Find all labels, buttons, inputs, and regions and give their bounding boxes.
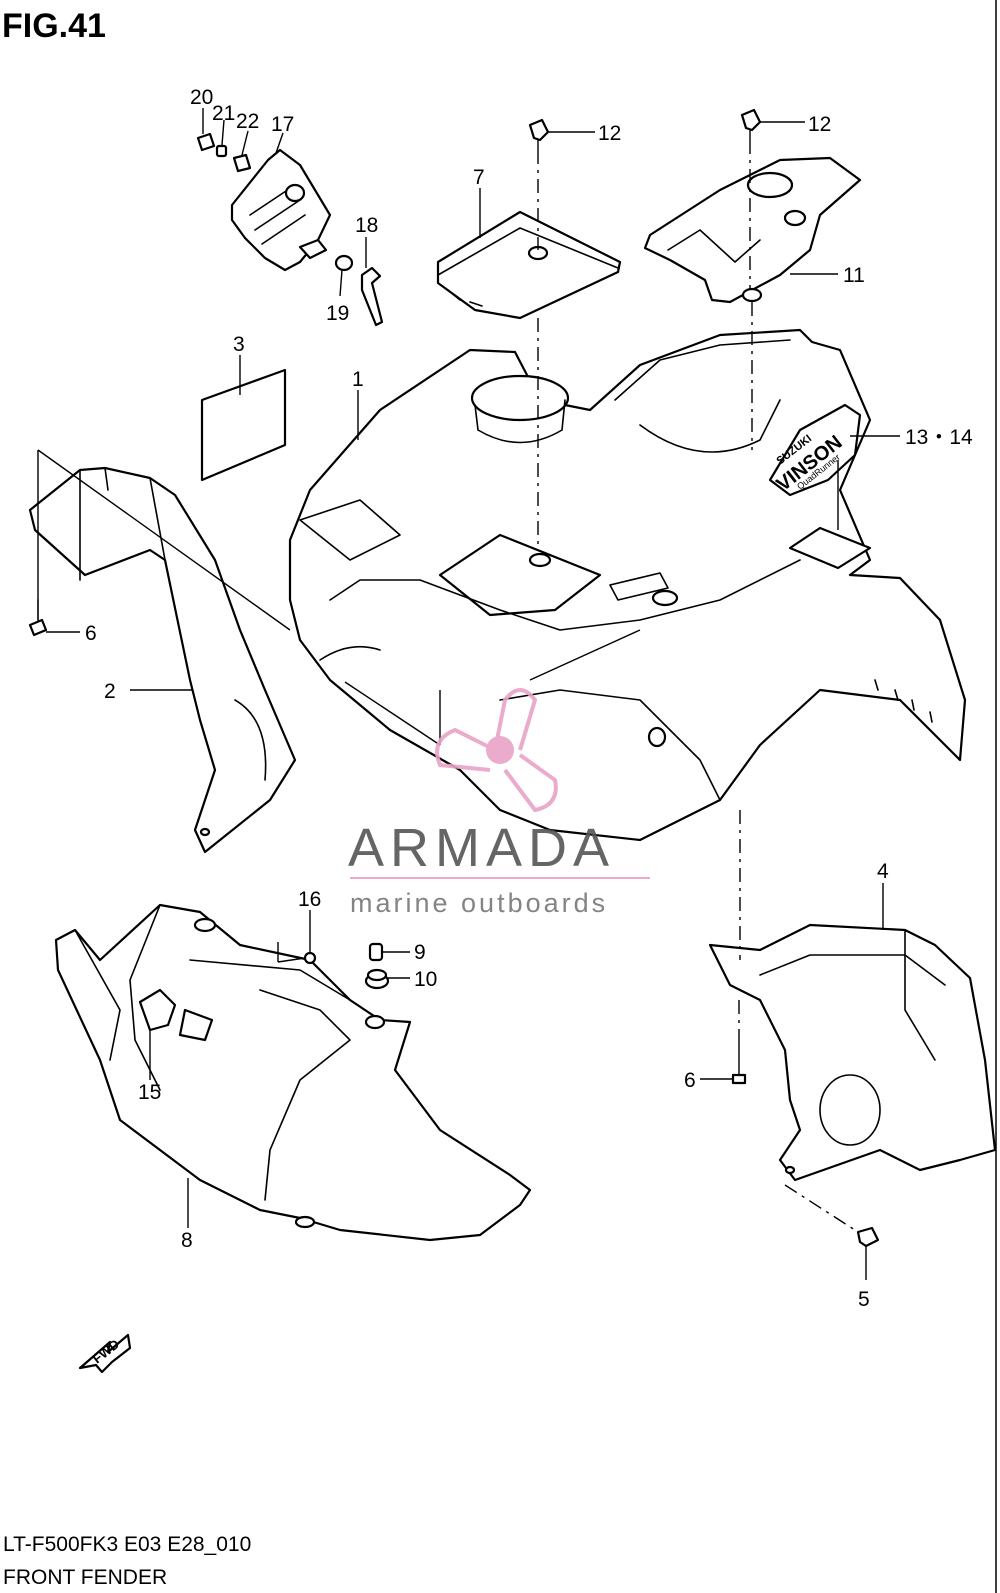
figure-title: FIG.41 <box>2 7 106 45</box>
callout-21: 21 <box>212 102 235 125</box>
callout-16: 16 <box>298 888 321 911</box>
callout-18: 18 <box>355 214 378 237</box>
grommet-10 <box>364 968 390 990</box>
sheet-3 <box>200 368 287 482</box>
watermark-tagline: marine outboards <box>350 888 608 918</box>
screw-12-right <box>740 108 762 140</box>
figure-caption: FRONT FENDER <box>3 1566 167 1589</box>
callout-2: 2 <box>104 680 116 703</box>
callout-19: 19 <box>326 302 349 325</box>
callout-22: 22 <box>236 110 259 133</box>
callout-5: 5 <box>858 1288 870 1311</box>
callout-7: 7 <box>473 166 485 189</box>
callout-3: 3 <box>233 333 245 356</box>
model-code: LT-F500FK3 E03 E28_010 <box>3 1533 251 1556</box>
callout-6-left: 6 <box>85 622 97 645</box>
clip-16 <box>303 951 317 965</box>
mud-guard-2 <box>28 466 297 854</box>
leader-lines <box>37 108 900 1233</box>
callout-labels: 20 21 22 17 18 19 12 12 7 11 3 1 13・14 6… <box>85 86 973 1311</box>
mud-guard-4 <box>708 923 997 1182</box>
callout-1: 1 <box>352 368 364 391</box>
callout-12-right: 12 <box>808 113 831 136</box>
front-fender-1 <box>288 328 967 842</box>
collar-9 <box>368 942 384 962</box>
callout-12-left: 12 <box>598 122 621 145</box>
callout-13-14: 13・14 <box>905 426 973 449</box>
panel-11 <box>643 156 862 304</box>
callout-20: 20 <box>190 86 213 109</box>
callout-11: 11 <box>843 264 865 287</box>
fwd-arrow-icon: FWD <box>78 1333 132 1374</box>
bumper-8 <box>54 903 532 1242</box>
screw-6-right <box>731 1040 747 1085</box>
callout-8: 8 <box>181 1229 193 1252</box>
callout-9: 9 <box>414 941 426 964</box>
callout-4: 4 <box>877 860 889 883</box>
callout-17: 17 <box>271 113 294 136</box>
watermark: ARMADA marine outboards <box>348 688 650 918</box>
callout-15: 15 <box>138 1081 161 1104</box>
cover-7 <box>436 210 622 320</box>
bolt-5 <box>856 1226 880 1280</box>
watermark-brand: ARMADA <box>348 818 615 878</box>
bracket-17 <box>196 132 384 327</box>
screw-12-left <box>528 118 550 150</box>
propeller-logo-icon <box>435 688 558 813</box>
callout-10: 10 <box>414 968 437 991</box>
callout-6-right: 6 <box>684 1069 696 1092</box>
